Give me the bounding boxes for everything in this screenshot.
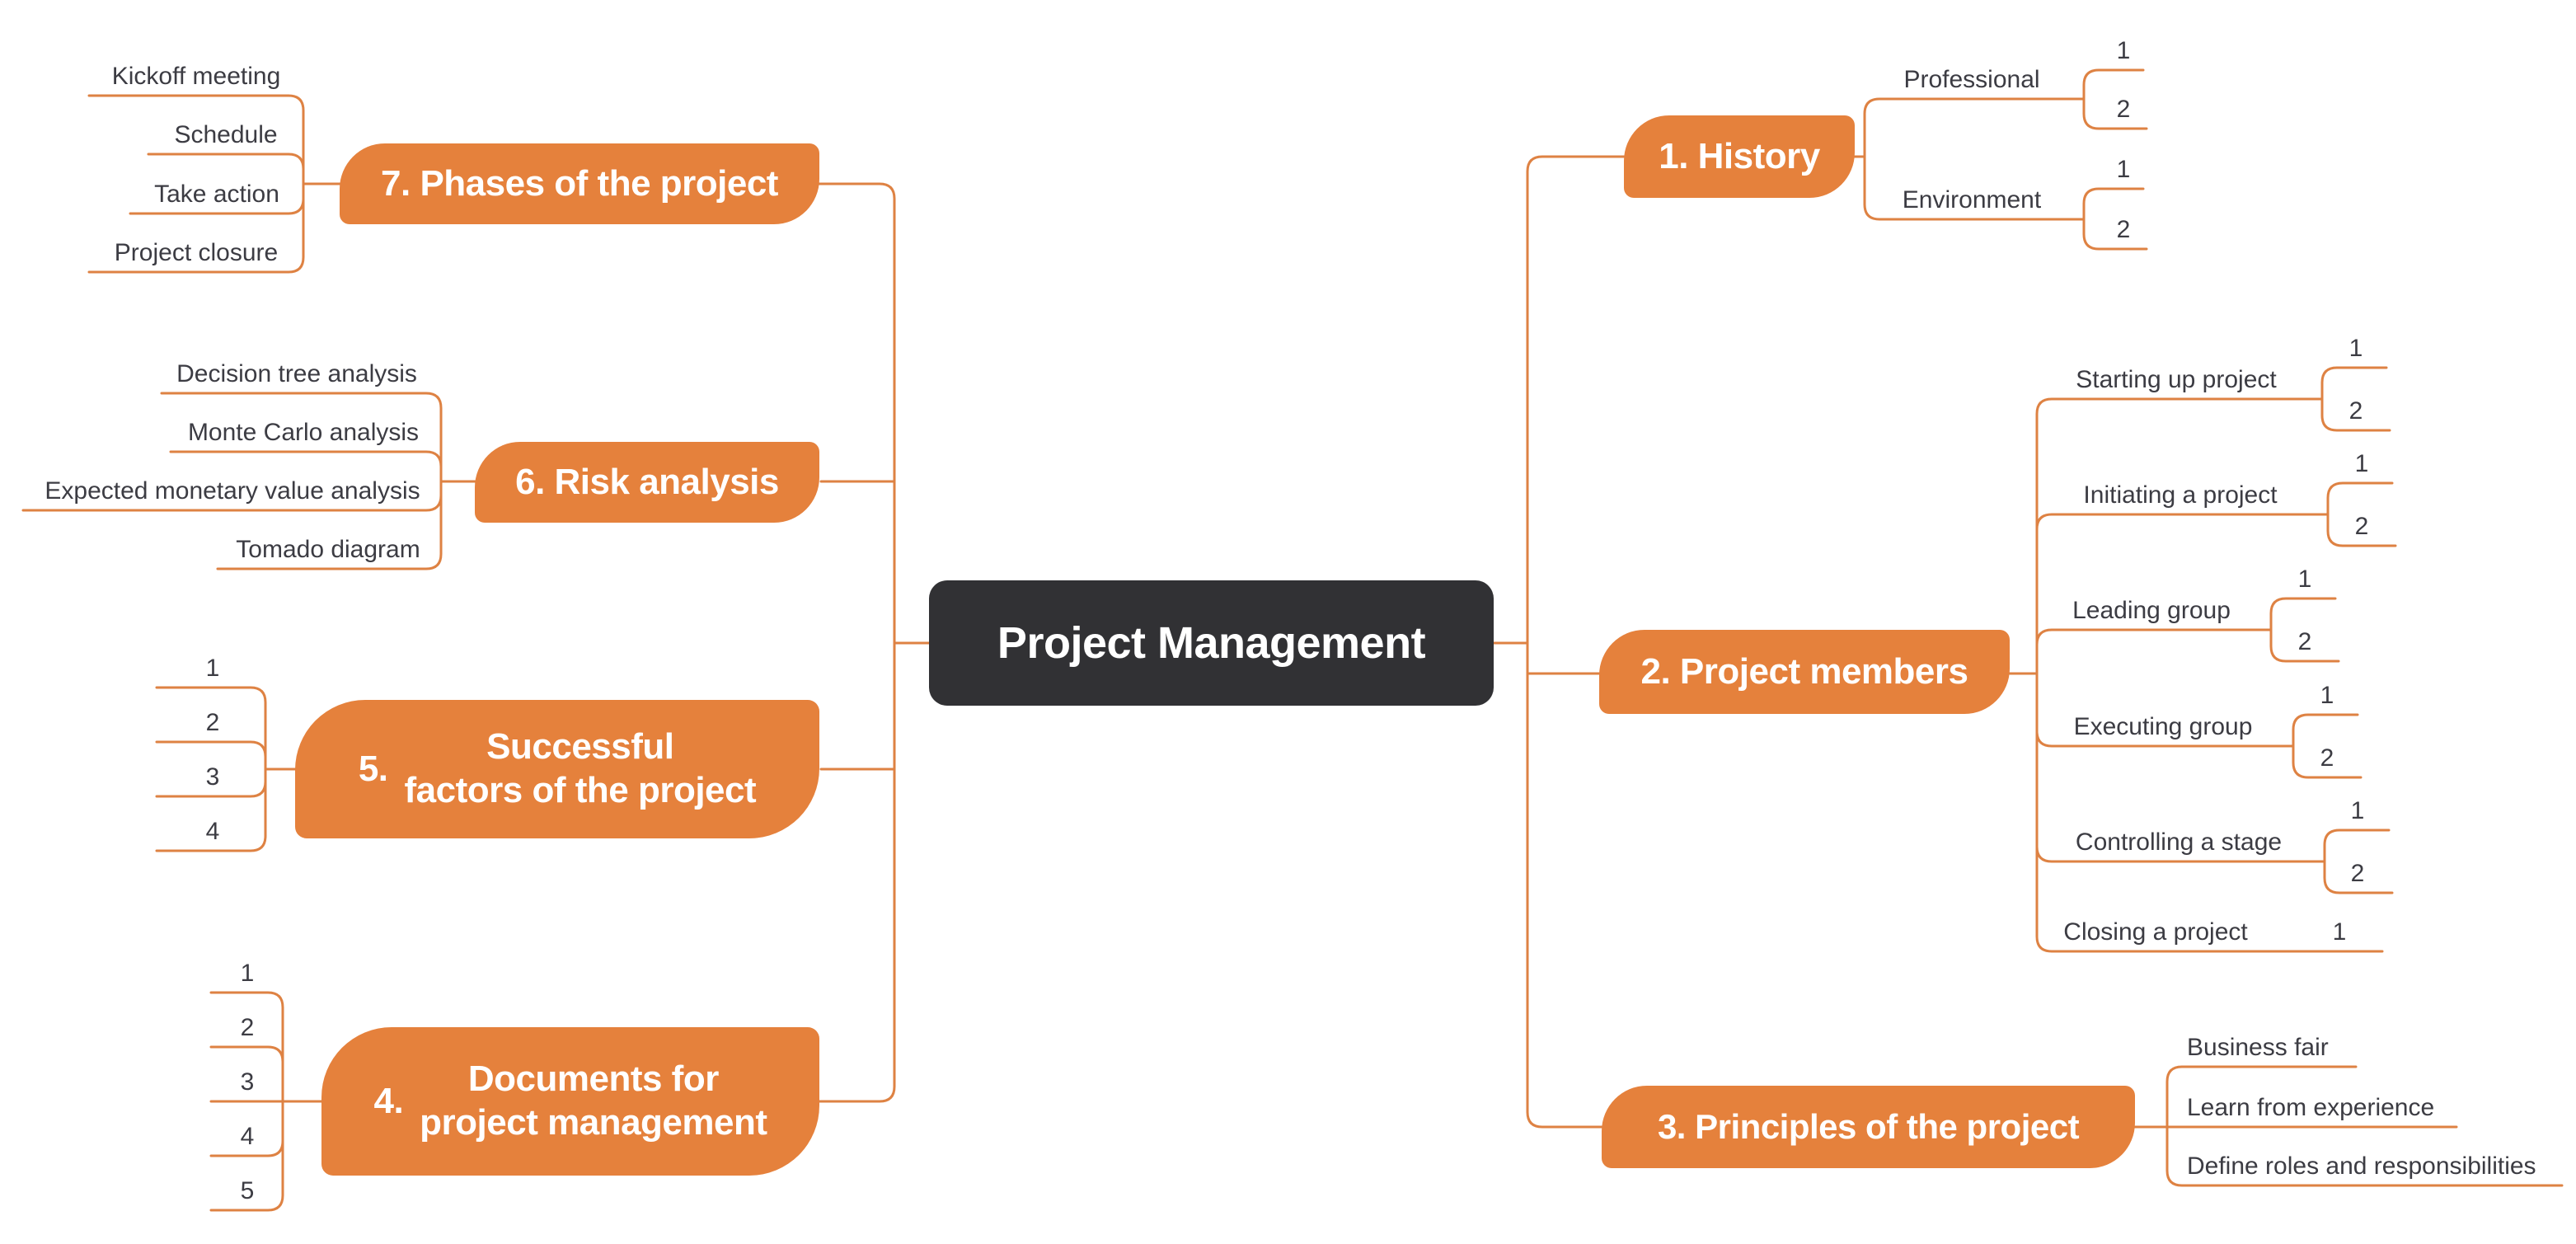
leaf-number[interactable]: 1 [205, 655, 220, 682]
leaf-leading-group[interactable]: Leading group [2072, 597, 2231, 624]
subleaf-number[interactable]: 1 [2116, 37, 2131, 64]
topic-successful-factors[interactable]: 5. Successful factors of the project [295, 700, 819, 838]
leaf-starting-up-project[interactable]: Starting up project [2076, 366, 2277, 393]
subleaf-number[interactable]: 2 [2297, 628, 2312, 655]
leaf-number[interactable]: 2 [205, 709, 220, 736]
topic-number: 5. [358, 749, 388, 789]
leaf-number[interactable]: 1 [240, 960, 255, 987]
center-topic[interactable]: Project Management [929, 580, 1494, 706]
leaf-decision-tree-analysis[interactable]: Decision tree analysis [176, 360, 417, 387]
subleaf-number[interactable]: 2 [2116, 216, 2131, 243]
branch-documents-lines [209, 991, 325, 1212]
subleaf-number[interactable]: 1 [2332, 918, 2347, 946]
subleaf-number[interactable]: 1 [2297, 566, 2312, 593]
branch-principles-lines [2133, 1065, 2564, 1187]
leaf-number[interactable]: 4 [205, 818, 220, 845]
topic-history[interactable]: 1. History [1624, 115, 1855, 198]
branch-risk-lines [21, 392, 478, 570]
leaf-define-roles-and-responsibilities[interactable]: Define roles and responsibilities [2187, 1152, 2536, 1180]
branch-history-lines [1853, 68, 2148, 251]
right-trunk-line [1492, 155, 1626, 1129]
branch-members-lines [2008, 366, 2397, 953]
topic-project-members[interactable]: 2. Project members [1599, 630, 2010, 714]
leaf-number[interactable]: 2 [240, 1014, 255, 1041]
leaf-number[interactable]: 4 [240, 1123, 255, 1150]
left-trunk-line [817, 182, 931, 1103]
leaf-closing-a-project[interactable]: Closing a project [2063, 918, 2248, 946]
leaf-number[interactable]: 3 [205, 763, 220, 791]
subleaf-number[interactable]: 2 [2116, 96, 2131, 123]
topic-number: 4. [373, 1081, 404, 1121]
leaf-number[interactable]: 3 [240, 1068, 255, 1096]
topic-risk-analysis[interactable]: 6. Risk analysis [475, 442, 819, 523]
topic-documents[interactable]: 4. Documents for project management [321, 1027, 819, 1176]
leaf-kickoff-meeting[interactable]: Kickoff meeting [111, 63, 281, 90]
leaf-tomado-diagram[interactable]: Tomado diagram [236, 536, 420, 563]
subleaf-number[interactable]: 1 [2320, 682, 2334, 709]
topic-label: Documents for project management [420, 1059, 767, 1143]
leaf-business-fair[interactable]: Business fair [2187, 1034, 2329, 1061]
leaf-number[interactable]: 5 [240, 1177, 255, 1204]
topic-phases[interactable]: 7. Phases of the project [340, 143, 819, 224]
leaf-project-closure[interactable]: Project closure [114, 239, 279, 266]
leaf-controlling-a-stage[interactable]: Controlling a stage [2075, 829, 2283, 856]
subleaf-number[interactable]: 2 [2348, 397, 2363, 425]
branch-success-lines [155, 686, 298, 852]
subleaf-number[interactable]: 2 [2354, 513, 2369, 540]
topic-label: Successful factors of the project [404, 726, 757, 810]
topic-principles[interactable]: 3. Principles of the project [1602, 1086, 2135, 1168]
leaf-expected-monetary-value-analysis[interactable]: Expected monetary value analysis [45, 477, 420, 505]
leaf-learn-from-experience[interactable]: Learn from experience [2187, 1094, 2435, 1121]
leaf-executing-group[interactable]: Executing group [2073, 713, 2253, 740]
leaf-schedule[interactable]: Schedule [174, 121, 278, 148]
subleaf-number[interactable]: 1 [2116, 156, 2131, 183]
subleaf-number[interactable]: 2 [2320, 744, 2334, 772]
leaf-professional[interactable]: Professional [1903, 66, 2040, 93]
branch-phases-lines [87, 94, 343, 274]
leaf-take-action[interactable]: Take action [154, 181, 279, 208]
subleaf-number[interactable]: 1 [2354, 450, 2369, 477]
leaf-environment[interactable]: Environment [1902, 186, 2042, 214]
leaf-monte-carlo-analysis[interactable]: Monte Carlo analysis [187, 419, 420, 446]
subleaf-number[interactable]: 1 [2350, 797, 2365, 824]
subleaf-number[interactable]: 2 [2350, 860, 2365, 887]
subleaf-number[interactable]: 1 [2348, 335, 2363, 362]
leaf-initiating-a-project[interactable]: Initiating a project [2083, 481, 2278, 509]
